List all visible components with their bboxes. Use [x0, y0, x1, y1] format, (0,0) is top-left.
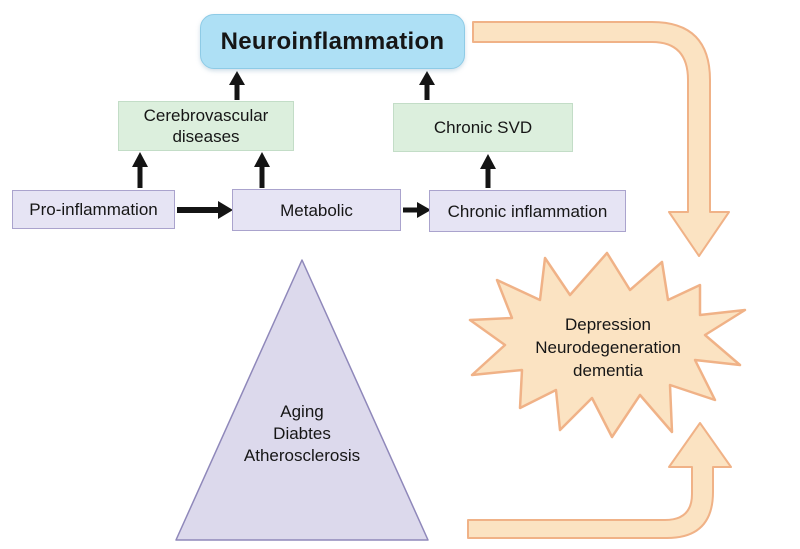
chronic-svd-box: Chronic SVD — [393, 103, 573, 152]
orange-arrow-bottom-icon — [467, 422, 732, 539]
pro-inflammation-label: Pro-inflammation — [29, 200, 158, 219]
orange-arrow-top-icon — [472, 21, 730, 257]
arrow-proinflammation-to-metabolic-icon — [177, 201, 233, 219]
chronic-svd-label: Chronic SVD — [433, 118, 533, 137]
chronic-inflammation-label: Chronic inflammation — [447, 201, 608, 221]
pro-inflammation-box: Pro-inflammation — [12, 190, 175, 229]
triangle-line-diabtes: Diabtes — [273, 424, 331, 443]
arrow-metabolic-to-cerebrovascular-icon — [254, 152, 270, 188]
arrow-metabolic-to-chronicinflammation-icon — [403, 202, 431, 218]
starburst-line-dementia: dementia — [573, 361, 643, 380]
starburst-line-neurodegeneration: Neurodegeneration — [535, 338, 681, 357]
neuroinflammation-label: Neuroinflammation — [220, 28, 445, 55]
starburst-text: Depression Neurodegeneration dementia — [490, 313, 726, 382]
starburst-line-depression: Depression — [565, 315, 651, 334]
arrow-svd-to-neuroinflammation-icon — [419, 71, 435, 100]
triangle-line-atherosclerosis: Atherosclerosis — [243, 446, 361, 465]
arrow-cerebrovascular-to-neuroinflammation-icon — [229, 71, 245, 100]
cerebrovascular-label: Cerebrovascular diseases — [143, 106, 269, 146]
arrow-proinflammation-to-cerebrovascular-icon — [132, 152, 148, 188]
triangle-shape — [175, 259, 429, 541]
cerebrovascular-box: Cerebrovascular diseases — [118, 101, 294, 151]
triangle-line-aging: Aging — [280, 402, 324, 421]
starburst-shape — [468, 251, 747, 439]
arrow-chronicinflammation-to-svd-icon — [480, 154, 496, 188]
neuroinflammation-box: Neuroinflammation — [200, 14, 465, 69]
chronic-inflammation-box: Chronic inflammation — [429, 190, 626, 232]
triangle-text: Aging Diabtes Atherosclerosis — [182, 401, 422, 467]
metabolic-box: Metabolic — [232, 189, 401, 231]
metabolic-label: Metabolic — [280, 200, 353, 220]
